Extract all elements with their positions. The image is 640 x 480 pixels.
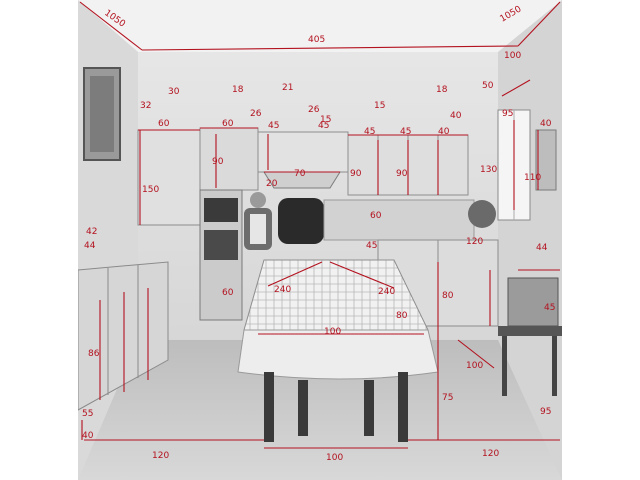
label-side-42: 42 [86,227,97,237]
label-h-90a: 90 [212,157,224,167]
label-side-44: 44 [84,241,96,251]
label-ceiling-width: 405 [308,35,325,45]
label-fridge-w: 60 [222,288,234,298]
backsplash [323,199,475,241]
oven [204,230,238,260]
label-table-80: 80 [396,311,408,321]
measurement-lines [79,1,561,449]
label-vase-right-h: 40 [450,111,462,121]
wall-picture-inner [90,76,114,152]
label-right-win-h: 95 [502,109,513,119]
label-vase-mid-h: 26 [308,105,320,115]
label-shelf-60: 60 [370,211,382,221]
label-cab-6: 45 [400,127,411,137]
floor [78,340,562,480]
kitchen-photo-drawing: 405 1050 1050 18 26 21 26 18 40 15 15 32… [78,0,562,480]
label-cab-1: 60 [158,119,170,129]
label-cab-7: 40 [438,127,450,137]
chairs [498,277,562,396]
label-table-100: 100 [324,327,341,337]
label-shelf-120: 120 [466,237,483,247]
label-vase-mid: 21 [282,83,293,93]
person-at-counter [244,192,272,250]
label-floor-mid: 100 [326,453,343,463]
label-floor-right: 120 [482,449,499,459]
label-sink-80: 80 [442,291,454,301]
label-hood-w: 70 [294,169,306,179]
label-vase-left-h: 26 [250,109,262,119]
label-cab-5: 45 [364,127,375,137]
label-shelf-45: 45 [366,241,377,251]
label-right-win-w: 100 [504,51,521,61]
label-box-small: 15 [374,101,385,111]
label-chair-45: 45 [544,303,555,313]
label-side-55: 55 [82,409,93,419]
label-table-240b: 240 [378,287,395,297]
label-table-240a: 240 [274,285,291,295]
ceiling [78,0,562,52]
label-shelf-44: 44 [536,243,548,253]
label-vase-left: 18 [232,85,244,95]
dining-table [237,259,439,442]
label-chair-95: 95 [540,407,551,417]
label-box-small-b: 15 [320,115,331,125]
label-h-130: 130 [480,165,497,175]
label-wall-d: 30 [168,87,180,97]
label-h-90b: 90 [350,169,362,179]
label-vase-right: 18 [436,85,448,95]
stove-backsplash [278,198,324,244]
label-hood-h: 20 [266,179,278,189]
label-cab-4: 45 [318,121,329,131]
label-right-frame: 40 [540,119,552,129]
label-table-75: 75 [442,393,453,403]
plant [468,200,496,228]
label-floor-left: 120 [152,451,169,461]
label-chair-100: 100 [466,361,483,371]
label-right-side: 110 [524,173,541,183]
label-h-150: 150 [142,185,159,195]
label-wall-s: 32 [140,101,151,111]
kitchen-photo: 405 1050 1050 18 26 21 26 18 40 15 15 32… [78,0,562,480]
microwave [204,198,238,222]
label-right-frame-h: 50 [482,81,494,91]
right-wall-frame [535,129,557,191]
label-side-40: 40 [82,431,94,441]
label-cab-2: 60 [222,119,234,129]
label-side-86: 86 [88,349,100,359]
label-h-90c: 90 [396,169,408,179]
label-cab-3: 45 [268,121,279,131]
